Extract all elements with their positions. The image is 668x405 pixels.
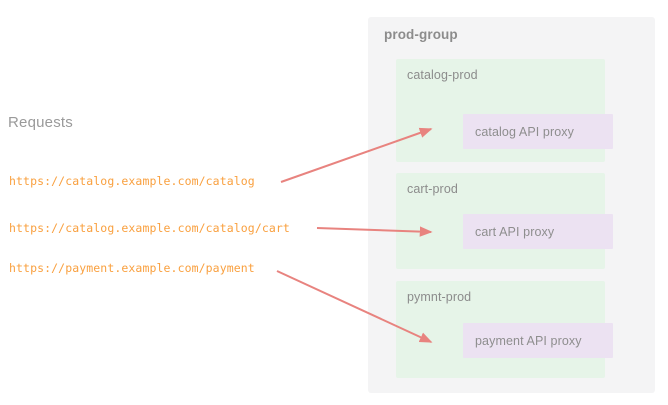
environment-group-panel: prod-group catalog-prod catalog API prox… xyxy=(368,17,655,393)
environment-name-catalog-prod: catalog-prod xyxy=(407,68,478,82)
api-proxy-payment[interactable]: payment API proxy xyxy=(463,323,613,358)
environment-panel-catalog-prod: catalog-prod catalog API proxy xyxy=(396,59,613,162)
environment-name-pymnt-prod: pymnt-prod xyxy=(407,290,472,304)
environment-panel-pymnt-prod: pymnt-prod payment API proxy xyxy=(396,281,613,378)
environment-name-cart-prod: cart-prod xyxy=(407,182,458,196)
environment-group-title: prod-group xyxy=(384,27,458,42)
environment-panel-cart-prod: cart-prod cart API proxy xyxy=(396,173,613,269)
request-url-payment: https://payment.example.com/payment xyxy=(9,261,255,275)
api-proxy-catalog[interactable]: catalog API proxy xyxy=(463,114,613,149)
api-proxy-label-catalog: catalog API proxy xyxy=(475,124,574,139)
api-proxy-label-cart: cart API proxy xyxy=(475,224,555,239)
request-url-catalog-cart: https://catalog.example.com/catalog/cart xyxy=(9,221,290,235)
api-proxy-cart[interactable]: cart API proxy xyxy=(463,214,613,249)
api-proxy-label-payment: payment API proxy xyxy=(475,333,582,348)
requests-heading: Requests xyxy=(8,114,73,131)
request-url-catalog: https://catalog.example.com/catalog xyxy=(9,174,255,188)
